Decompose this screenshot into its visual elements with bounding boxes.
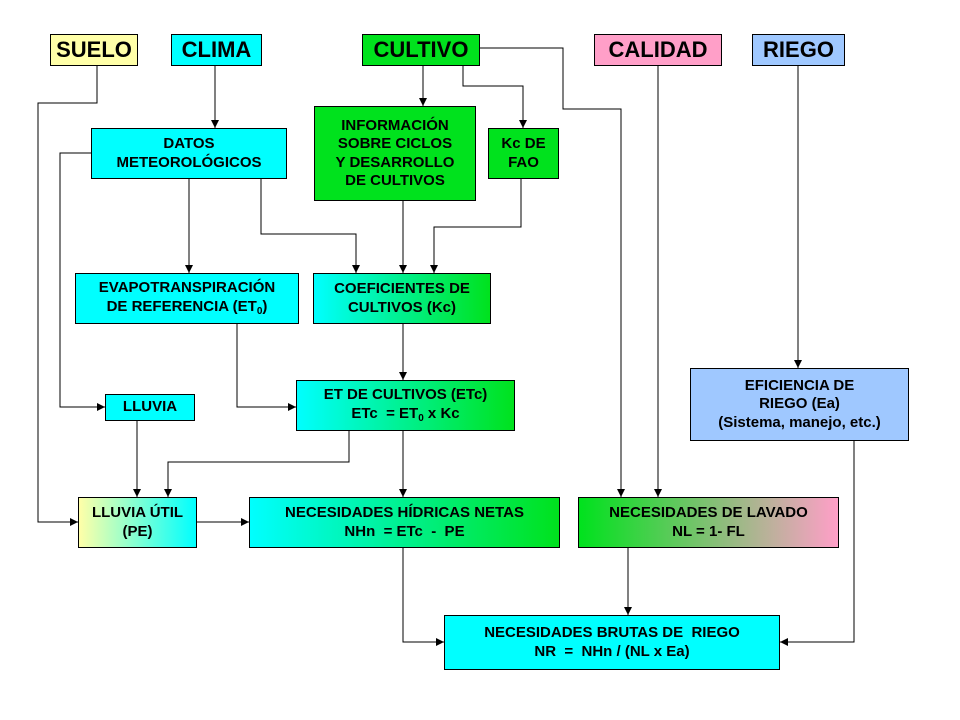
efic-line-2: RIEGO (Ea) <box>759 395 840 413</box>
arrow-eficiencia-to-nr <box>780 441 855 646</box>
datos-line-2: METEOROLÓGICOS <box>116 153 262 171</box>
etc-subscript: 0 <box>418 412 424 424</box>
evapo-subscript: 0 <box>256 305 263 317</box>
arrow-suelo-to-lluvia-util <box>37 66 98 526</box>
datos-line-1: DATOS <box>163 135 215 153</box>
cultivo-box: CULTIVO <box>362 34 480 66</box>
etc-line-2-suffix: x Kc <box>423 404 460 422</box>
coef-line-1: COEFICIENTES DE <box>334 280 470 298</box>
nhn-line-2: NHn = ETc - PE <box>344 522 465 540</box>
coeficientes-box: COEFICIENTES DE CULTIVOS (Kc) <box>313 273 491 324</box>
nl-line-1: NECESIDADES DE LAVADO <box>609 504 808 522</box>
info-line-3: Y DESARROLLO <box>335 153 455 171</box>
riego-label: RIEGO <box>763 36 834 62</box>
coef-line-2: CULTIVOS (Kc) <box>347 298 457 316</box>
efic-line-1: EFICIENCIA DE <box>744 377 855 395</box>
datos-meteorologicos-box: DATOS METEOROLÓGICOS <box>91 128 287 179</box>
lluvia-label: LLUVIA <box>122 398 178 416</box>
arrow-cultivo-to-kcfao <box>462 66 527 128</box>
lutil-line-2: (PE) <box>122 522 153 540</box>
calidad-label: CALIDAD <box>608 36 708 62</box>
nl-line-2: NL = 1- FL <box>672 522 745 540</box>
nr-line-1: NECESIDADES BRUTAS DE RIEGO <box>484 624 740 642</box>
suelo-label: SUELO <box>56 36 132 62</box>
arrow-nhn-to-nr <box>402 548 444 646</box>
evapo-line-2-suffix: ) <box>262 297 268 315</box>
etc-line-2-prefix: ETc = ET <box>351 404 419 422</box>
riego-box: RIEGO <box>752 34 845 66</box>
etc-line-1: ET DE CULTIVOS (ETc) <box>323 386 488 404</box>
evapo-line-2-prefix: DE REFERENCIA (ET <box>106 297 257 315</box>
arrow-evapo-to-etc <box>236 324 296 411</box>
kcfao-line-1: Kc DE <box>501 135 546 153</box>
info-line-2: SOBRE CICLOS <box>337 135 453 153</box>
etc-line-2: ETc = ET0 x Kc <box>324 405 488 425</box>
info-line-4: DE CULTIVOS <box>345 171 445 189</box>
lluvia-box: LLUVIA <box>105 394 195 421</box>
necesidades-lavado-box: NECESIDADES DE LAVADO NL = 1- FL <box>578 497 839 548</box>
suelo-box: SUELO <box>50 34 138 66</box>
clima-box: CLIMA <box>171 34 262 66</box>
arrow-etc-to-lluvia-util <box>164 431 350 497</box>
kc-fao-box: Kc DE FAO <box>488 128 559 179</box>
nr-line-2: NR = NHn / (NL x Ea) <box>534 642 690 660</box>
info-line-1: INFORMACIÓN <box>341 116 449 134</box>
evapotranspiracion-box: EVAPOTRANSPIRACIÓN DE REFERENCIA (ET0) <box>75 273 299 324</box>
lluvia-util-box: LLUVIA ÚTIL (PE) <box>78 497 197 548</box>
necesidades-brutas-riego-box: NECESIDADES BRUTAS DE RIEGO NR = NHn / (… <box>444 615 780 670</box>
necesidades-hidricas-netas-box: NECESIDADES HÍDRICAS NETAS NHn = ETc - P… <box>249 497 560 548</box>
informacion-cultivos-box: INFORMACIÓN SOBRE CICLOS Y DESARROLLO DE… <box>314 106 476 201</box>
efic-line-3: (Sistema, manejo, etc.) <box>718 413 881 431</box>
eficiencia-riego-box: EFICIENCIA DE RIEGO (Ea) (Sistema, manej… <box>690 368 909 441</box>
et-cultivos-box: ET DE CULTIVOS (ETc) ETc = ET0 x Kc <box>296 380 515 431</box>
arrow-kcfao-to-coef <box>430 179 522 273</box>
evapo-line-1: EVAPOTRANSPIRACIÓN <box>98 279 276 297</box>
nhn-line-1: NECESIDADES HÍDRICAS NETAS <box>285 504 524 522</box>
clima-label: CLIMA <box>181 36 252 62</box>
kcfao-line-2: FAO <box>508 153 539 171</box>
arrow-datos-to-lluvia <box>59 152 105 411</box>
evapo-line-2: DE REFERENCIA (ET0) <box>99 298 275 318</box>
cultivo-label: CULTIVO <box>373 36 469 62</box>
lutil-line-1: LLUVIA ÚTIL <box>91 504 184 522</box>
arrow-cultivo-to-nl <box>480 47 625 497</box>
arrow-datos-to-coef <box>260 179 360 273</box>
calidad-box: CALIDAD <box>594 34 722 66</box>
